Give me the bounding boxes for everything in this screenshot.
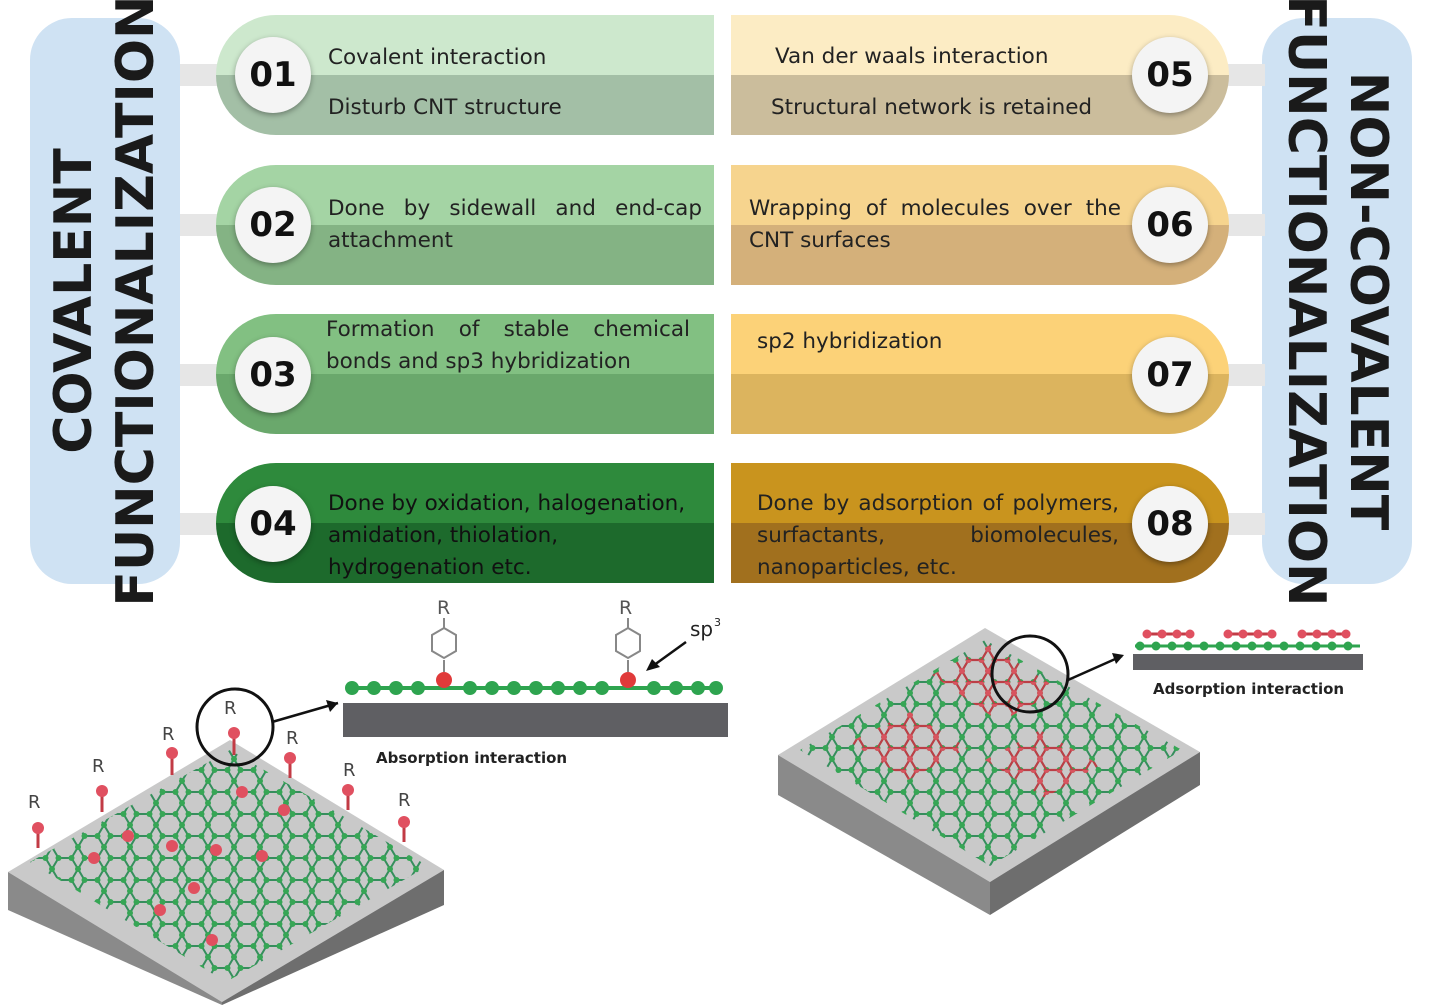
r-groups: R R R R R R R [28,698,411,946]
item-text: Wrapping of molecules over the CNT surfa… [749,196,1121,253]
item-text: Formation of stable chemical bonds and s… [326,317,690,374]
noncovalent-side-label: NON-COVALENT FUNCTIONALIZATION [1262,0,1412,607]
svg-text:R: R [28,792,41,813]
noncovalent-slab [778,628,1200,915]
number-badge: 01 [235,37,311,113]
item-text: Done by adsorption of polymers, surfacta… [757,491,1119,580]
number-badge: 05 [1132,37,1208,113]
item-text: Covalent interaction [328,45,547,70]
covalent-slab [8,740,444,1005]
zoom-circle [195,687,275,767]
number-badge: 07 [1132,337,1208,413]
item-text: Done by sidewall and end-cap attachment [328,196,702,253]
item-text: Done by oxidation, halogenation, amidati… [328,491,686,580]
number-badge: 08 [1132,486,1208,562]
svg-text:R: R [619,597,632,619]
item-text: sp2 hybridization [757,329,943,354]
svg-text:Absorption interaction: Absorption interaction [376,749,567,767]
noncovalent-title: NON-COVALENT FUNCTIONALIZATION [1276,0,1398,607]
svg-text:R: R [224,698,237,719]
item-text: Disturb CNT structure [328,95,562,120]
number-badge: 02 [235,187,311,263]
number-badge: 04 [235,486,311,562]
svg-text:R: R [343,760,356,781]
covalent-side-view: R R sp 3 Absorption interaction [343,597,728,767]
covalent-title: COVALENT FUNCTIONALIZATION [44,0,166,607]
svg-text:R: R [162,724,175,745]
item-text: Structural network is retained [771,95,1093,120]
svg-text:Adsorption interaction: Adsorption interaction [1153,680,1344,698]
noncovalent-side-view: Adsorption interaction [1133,629,1363,698]
svg-text:R: R [286,728,299,749]
svg-text:R: R [92,756,105,777]
number-badge: 03 [235,337,311,413]
svg-text:R: R [398,790,411,811]
cnt-illustrations: R R R R R R R R R sp [8,597,1363,1005]
item-text: Van der waals interaction [775,44,1049,69]
covalent-side-label: COVALENT FUNCTIONALIZATION [30,0,180,607]
zoom-circle [990,634,1070,714]
svg-text:3: 3 [714,616,721,629]
covalent-item-04: Done by oxidation, halogenation, amidati… [216,463,714,583]
svg-text:R: R [437,597,450,619]
noncovalent-item-05: Van der waals interaction Structural net… [731,15,1229,135]
covalent-item-03: Formation of stable chemical bonds and s… [216,314,714,434]
svg-text:sp: sp [690,617,713,641]
number-badge: 06 [1132,187,1208,263]
